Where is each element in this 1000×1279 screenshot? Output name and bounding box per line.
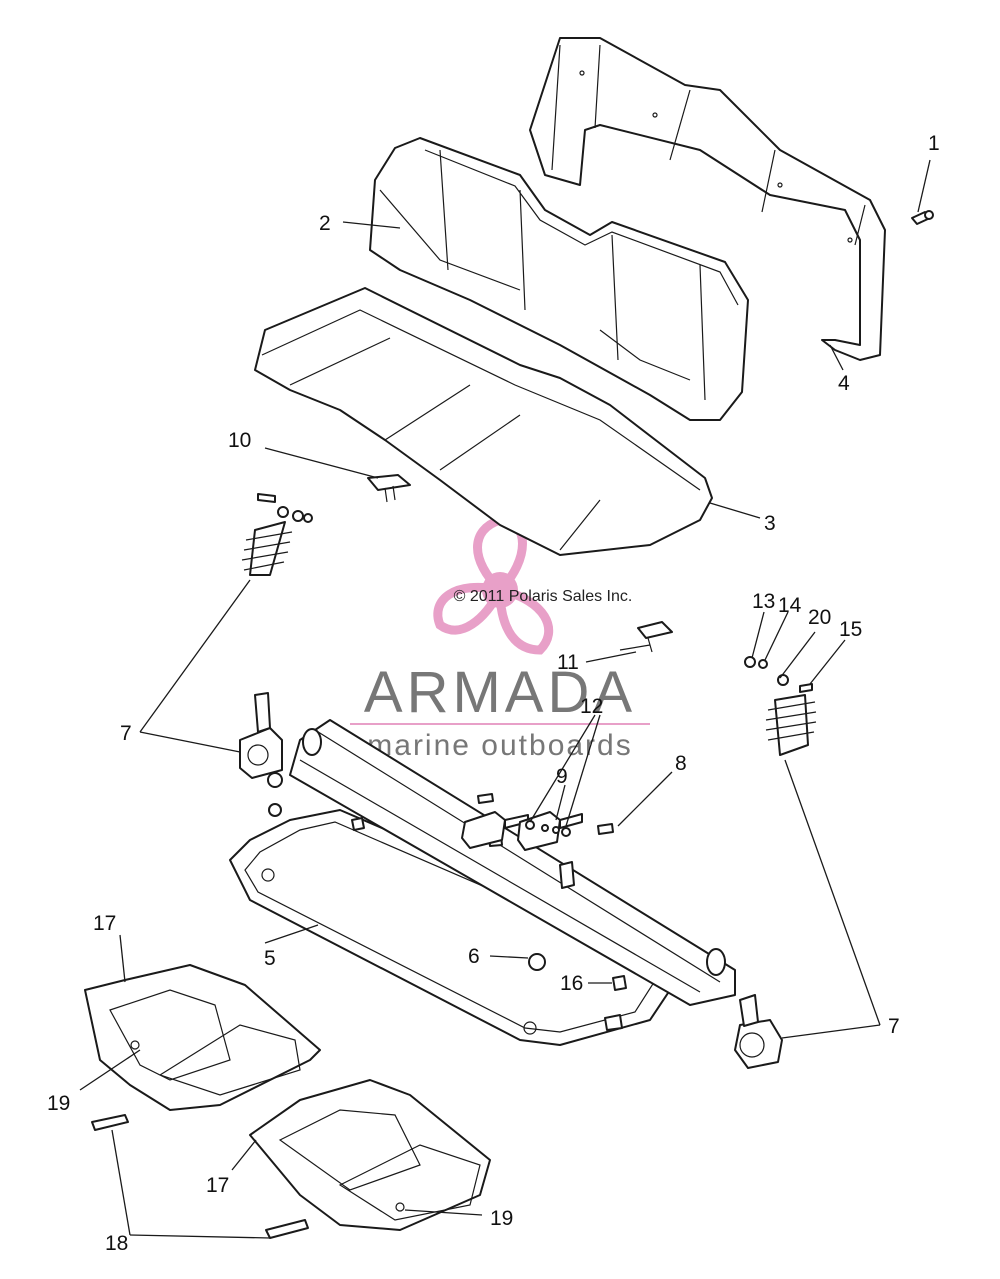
seatbelt-retractor-left [239, 692, 283, 788]
storage-tray-upper [84, 964, 321, 1111]
watermark-brand: ARMADA [364, 660, 636, 725]
seat-back-panel [529, 37, 886, 361]
callout-9: 9 [556, 765, 568, 788]
watermark: ARMADA marine outboards [350, 515, 650, 762]
callout-19-lower: 19 [490, 1207, 513, 1230]
nut-left [268, 803, 365, 831]
callout-7-left: 7 [120, 722, 132, 745]
callout-5: 5 [264, 947, 276, 970]
callout-18: 18 [105, 1232, 128, 1255]
copyright-text: © 2011 Polaris Sales Inc. [454, 588, 633, 605]
callout-1: 1 [928, 132, 940, 155]
callout-16: 16 [560, 972, 583, 995]
callout-12: 12 [580, 695, 603, 718]
callout-13: 13 [752, 590, 775, 613]
spring-assembly-left [241, 493, 313, 576]
seat-cross-member [289, 719, 736, 1006]
foam-strip-lower [265, 1219, 309, 1239]
callout-20: 20 [808, 606, 831, 629]
seatbelt-retractor-right [734, 994, 783, 1069]
seat-backrest-cushion [369, 137, 749, 421]
seat-bottom-cushion [254, 287, 713, 556]
callout-11: 11 [557, 651, 579, 674]
seat-latch-clip-10 [367, 474, 411, 503]
watermark-tagline: marine outboards [367, 729, 632, 762]
callout-2: 2 [319, 212, 331, 235]
callout-14: 14 [778, 594, 802, 617]
callout-17-upper: 17 [93, 912, 116, 935]
seat-latch-clip-11 [619, 621, 673, 653]
spring-assembly-right [744, 656, 817, 756]
callout-10: 10 [228, 429, 251, 452]
seatbelt-buckles [461, 793, 614, 851]
bolt-1 [911, 210, 934, 225]
callout-labels: 1 2 3 4 5 6 7 7 8 9 10 11 12 13 14 15 16… [47, 132, 940, 1255]
callout-3: 3 [764, 512, 776, 535]
storage-tray-lower [249, 1079, 491, 1231]
nut-6 [528, 953, 546, 971]
leader-lines [79, 159, 931, 1239]
callout-17-lower: 17 [206, 1174, 229, 1197]
callout-8: 8 [675, 752, 687, 775]
callout-6: 6 [468, 945, 480, 968]
callout-4: 4 [838, 372, 850, 395]
callout-19-upper: 19 [47, 1092, 70, 1115]
nut-16 [612, 975, 627, 991]
foam-strip-upper [91, 1114, 129, 1131]
callout-15: 15 [839, 618, 862, 641]
callout-7-right: 7 [888, 1015, 900, 1038]
